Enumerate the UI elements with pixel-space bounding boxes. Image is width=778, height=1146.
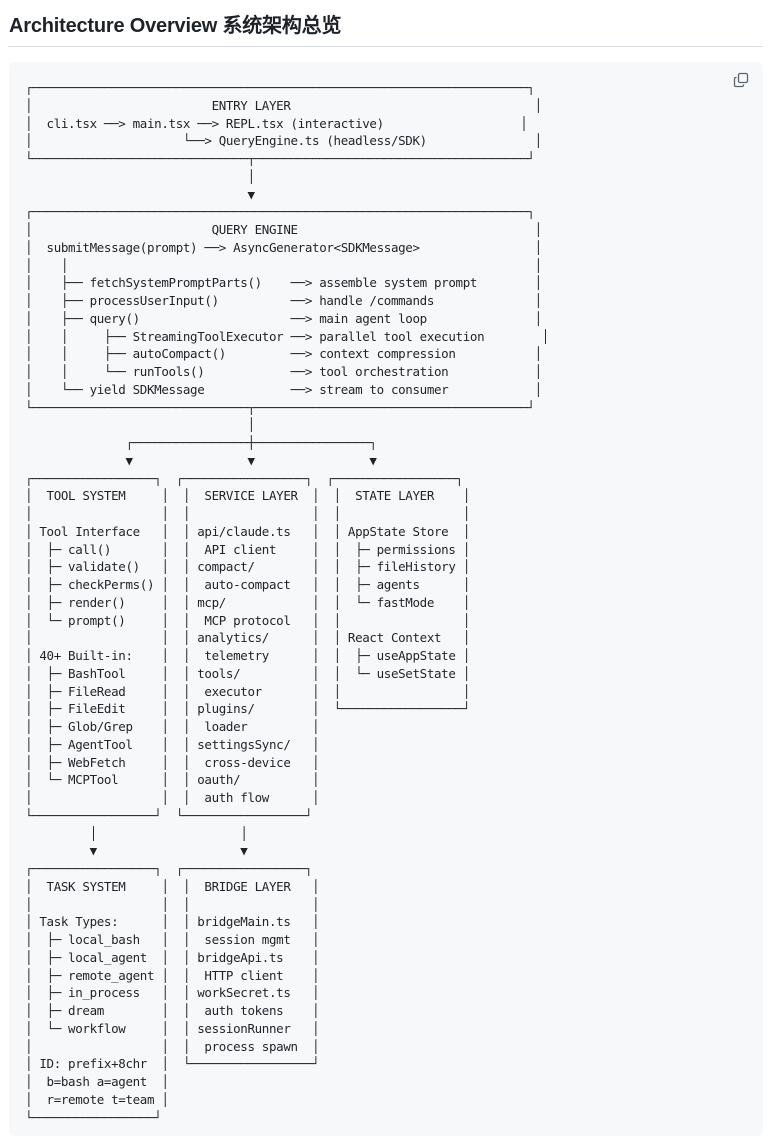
architecture-diagram-code: ┌───────────────────────────────────────… <box>25 80 549 1125</box>
code-block-panel: ┌───────────────────────────────────────… <box>9 62 763 1136</box>
copy-icon <box>733 72 751 88</box>
page-title: Architecture Overview 系统架构总览 <box>9 15 342 37</box>
copy-button[interactable] <box>733 72 751 90</box>
title-divider <box>8 46 763 47</box>
